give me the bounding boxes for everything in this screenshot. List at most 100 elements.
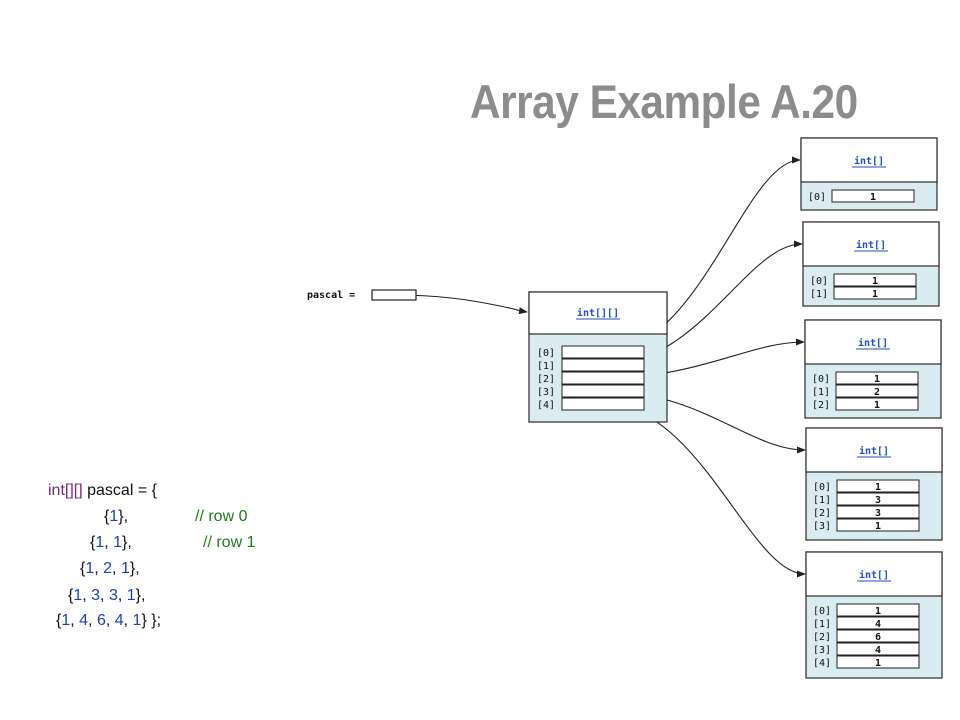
outer-index-label: [4]: [537, 400, 555, 411]
outer-index-label: [0]: [537, 348, 555, 359]
outer-index-label: [1]: [537, 361, 555, 372]
row-value-cell: [836, 629, 920, 643]
code-number: 1: [95, 534, 105, 551]
code-brace: {: [68, 587, 74, 604]
code-number: 1: [120, 560, 130, 577]
row-value: 1: [875, 606, 881, 617]
row-value: 1: [874, 400, 880, 411]
row-array-header: [805, 427, 943, 473]
row-value: 6: [875, 632, 881, 643]
row-value: 3: [875, 508, 881, 519]
row-value: 4: [875, 619, 881, 630]
code-row-line: {1},: [104, 508, 128, 526]
code-separator: ,: [117, 587, 127, 604]
row-array-box-2: int[][0]1[1]2[2]1: [804, 319, 942, 419]
row-index-label: [2]: [813, 508, 831, 519]
code-separator: ,: [94, 560, 104, 577]
row-index-label: [0]: [810, 276, 828, 287]
outer-index-label: [2]: [537, 374, 555, 385]
code-separator: ,: [123, 612, 133, 629]
row-value-cell: [835, 384, 919, 398]
row-value: 1: [874, 374, 880, 385]
code-separator: ,: [88, 612, 97, 629]
row-value: 3: [875, 495, 881, 506]
outer-index-label: [3]: [537, 387, 555, 398]
row-array-type-label: int[]: [859, 445, 889, 457]
code-number: 1: [132, 612, 142, 629]
row-value-cell: [836, 492, 920, 506]
row-array-box-0: int[] [0] 1: [800, 137, 938, 211]
code-separator: ,: [82, 587, 92, 604]
code-number: 6: [96, 612, 106, 629]
row-array-header: [804, 319, 942, 365]
outer-reference-cell: [561, 397, 645, 411]
code-row-line: {1, 2, 1},: [80, 560, 140, 578]
row-value-cell: [831, 189, 915, 203]
code-brace: {: [56, 612, 62, 629]
pascal-reference-arrow: [393, 294, 528, 315]
row-array-type-label: int[]: [858, 337, 888, 349]
row-value-cell: [835, 371, 919, 385]
row-value: 1: [875, 658, 881, 669]
code-type-keyword: int[][]: [48, 482, 83, 499]
code-number: 1: [73, 587, 83, 604]
row-value: 4: [875, 645, 881, 656]
outer-reference-cell: [561, 358, 645, 372]
code-number: 1: [109, 508, 119, 525]
code-number: 4: [79, 612, 89, 629]
row-index-label: [0]: [813, 606, 831, 617]
row-value-cell: [836, 642, 920, 656]
row-index-label: [2]: [813, 632, 831, 643]
code-number: 1: [61, 612, 71, 629]
row-value: 1: [872, 276, 878, 287]
code-declaration: int[][] pascal = {: [48, 482, 157, 500]
code-number: 1: [85, 560, 95, 577]
code-number: 1: [126, 587, 136, 604]
outer-array-header: [528, 291, 668, 335]
row-array-type-label: int[]: [854, 155, 884, 167]
code-brace: },: [135, 587, 146, 604]
code-number: 3: [91, 587, 101, 604]
row-value: 2: [874, 387, 880, 398]
row-index-label: [1]: [813, 495, 831, 506]
row-array-header: [802, 221, 940, 267]
code-row-line: {1, 4, 6, 4, 1} };: [56, 612, 161, 630]
code-number: 1: [113, 534, 123, 551]
code-number: 4: [114, 612, 124, 629]
row-value-cell: [833, 273, 917, 287]
code-brace: },: [118, 508, 129, 525]
row-value-cell: [836, 655, 920, 669]
code-comment: // row 0: [195, 508, 248, 525]
row-index-label: [3]: [813, 645, 831, 656]
row-value: 1: [870, 192, 876, 203]
row-value-cell: [836, 505, 920, 519]
row-value: 1: [872, 289, 878, 300]
outer-reference-cell: [561, 384, 645, 398]
row-reference-arrow: [603, 403, 806, 578]
row-value-cell: [836, 479, 920, 493]
row-array-type-label: int[]: [856, 239, 886, 251]
row-index-label: [0]: [813, 482, 831, 493]
row-index-label: [0]: [808, 192, 826, 203]
outer-reference-cell: [561, 345, 645, 359]
row-array-header: [800, 137, 938, 183]
variable-reference-cell: [371, 289, 417, 301]
code-comment: // row 1: [203, 534, 256, 551]
outer-array-box: int[][][0][1][2][3][4]: [528, 291, 668, 423]
row-value: 1: [875, 521, 881, 532]
row-array-box-3: int[][0]1[1]3[2]3[3]1: [805, 427, 943, 541]
code-brace: {: [80, 560, 86, 577]
code-separator: ,: [100, 587, 109, 604]
variable-pascal: pascal =: [307, 289, 417, 301]
row-index-label: [1]: [810, 289, 828, 300]
code-row-line: {1, 1},: [90, 534, 132, 552]
row-array-box-4: int[][0]1[1]4[2]6[3]4[4]1: [805, 551, 943, 679]
row-value-cell: [835, 397, 919, 411]
code-separator: ,: [70, 612, 80, 629]
row-index-label: [0]: [812, 374, 830, 385]
row-value-cell: [833, 286, 917, 300]
code-brace: },: [122, 534, 132, 551]
row-array-box-1: int[] [0] 1 [1] 1: [802, 221, 940, 307]
row-index-label: [1]: [813, 619, 831, 630]
